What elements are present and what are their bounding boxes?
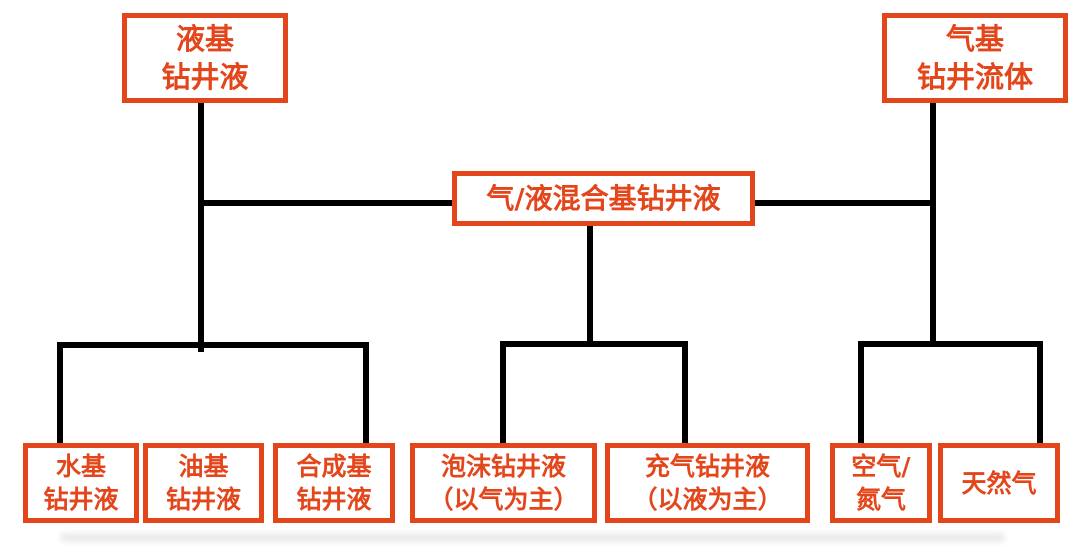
node-gas-base-drilling-fluid: 气基 钻井流体 [882,13,1068,103]
connector-mixed-to-gas-horizontal [755,200,936,206]
connector-drop-foam [500,341,506,443]
connector-right-distributor [858,341,1043,347]
connector-drop-aerated [682,341,688,443]
node-oil-base-drilling-fluid: 油基 钻井液 [143,443,264,523]
connector-gas-base-vertical [930,100,936,347]
node-foam-drilling-fluid: 泡沫钻井液 （以气为主） [410,443,597,523]
connector-mixed-base-vertical [587,224,593,347]
node-air-nitrogen: 空气/ 氮气 [830,443,932,523]
connector-liquid-base-vertical [198,100,204,352]
connector-middle-distributor [500,341,688,347]
node-synthetic-base-drilling-fluid: 合成基 钻井液 [273,443,395,523]
connector-drop-air-nitrogen [858,341,864,443]
connector-drop-water-base [57,342,63,443]
connector-liquid-to-mixed-horizontal [198,200,452,206]
connector-drop-synthetic-base [363,342,369,443]
node-water-base-drilling-fluid: 水基 钻井液 [23,443,139,523]
watermark-smudge [60,533,1005,542]
node-gas-liquid-mixed-base-drilling-fluid: 气/液混合基钻井液 [452,171,755,226]
connector-left-distributor [57,342,369,348]
node-liquid-base-drilling-fluid: 液基 钻井液 [122,13,288,103]
node-aerated-drilling-fluid: 充气钻井液 （以液为主） [605,443,810,523]
node-natural-gas: 天然气 [938,443,1060,523]
connector-drop-natural-gas [1037,341,1043,443]
